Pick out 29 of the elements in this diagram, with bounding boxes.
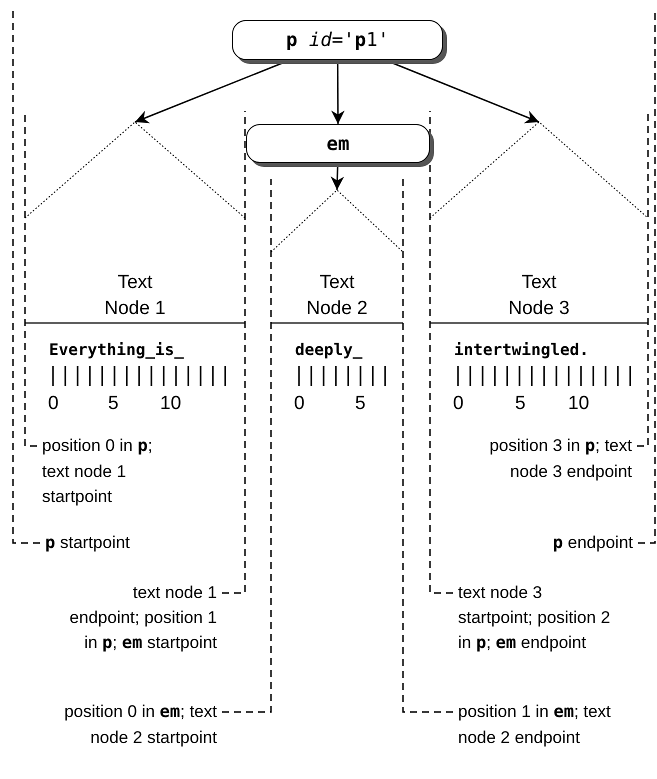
leader-line bbox=[429, 111, 453, 594]
position-number: 10 bbox=[568, 393, 590, 415]
position-number: 10 bbox=[160, 393, 182, 415]
arrow bbox=[331, 61, 345, 124]
leader-line bbox=[402, 179, 453, 713]
leader-line bbox=[637, 111, 649, 447]
position-number: 0 bbox=[294, 393, 305, 415]
leader-line bbox=[222, 179, 272, 713]
annotation-text: text node 1 endpoint; position 1 in p; em startpoint bbox=[67, 580, 217, 656]
character-string: deeply_ bbox=[295, 340, 362, 359]
text-node-heading: Text Node 1 bbox=[103, 271, 167, 321]
annotation-text: p startpoint bbox=[45, 530, 205, 556]
position-number: 5 bbox=[355, 393, 366, 415]
annotation-text: text node 3 startpoint; position 2 in p; em endpoint bbox=[458, 580, 618, 656]
text-node-heading: Text Node 2 bbox=[305, 271, 369, 321]
character-string: intertwingled. bbox=[454, 340, 589, 359]
annotation-text: position 3 in p; text node 3 endpoint bbox=[482, 433, 632, 484]
leader-line bbox=[222, 111, 246, 594]
annotation-text: position 1 in em; text node 2 endpoint bbox=[458, 699, 628, 750]
position-number: 0 bbox=[48, 393, 59, 415]
position-number: 0 bbox=[453, 393, 464, 415]
leader-line bbox=[12, 8, 40, 544]
text-node-heading: Text Node 3 bbox=[507, 271, 571, 321]
annotation-text: position 0 in em; text node 2 startpoint bbox=[52, 699, 217, 750]
position-number: 5 bbox=[108, 393, 119, 415]
character-string: Everything_is_ bbox=[49, 340, 184, 359]
annotation-text: position 0 in p; text node 1 startpoint bbox=[42, 433, 182, 509]
annotation-text: p endpoint bbox=[470, 530, 633, 556]
position-number: 5 bbox=[515, 393, 526, 415]
